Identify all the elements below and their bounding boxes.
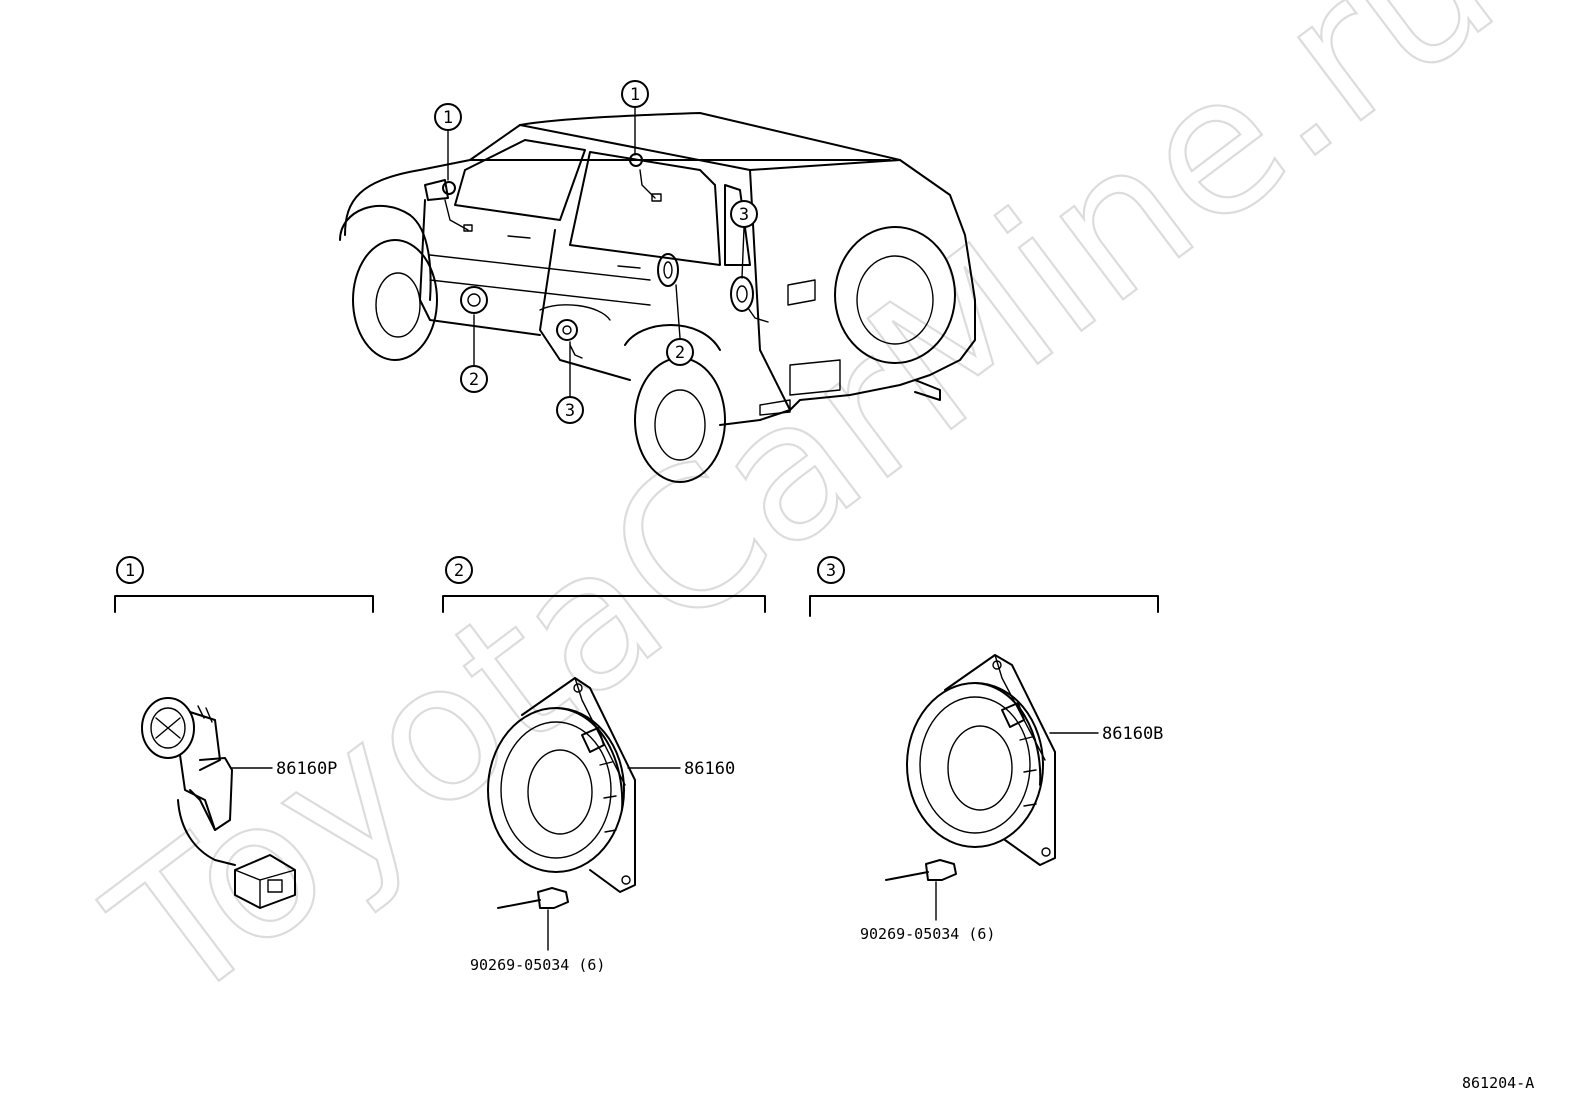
group-1-header: 1: [114, 556, 374, 613]
group-3-header: 3: [809, 556, 1159, 617]
part-number-rivet-3: 90269-05034 (6): [860, 925, 995, 943]
part-number-86160P: 86160P: [276, 759, 337, 779]
callout-3-mid: 3: [556, 396, 584, 424]
callout-1-left: 1: [434, 103, 462, 131]
svg-text:1: 1: [125, 561, 135, 581]
callout-3-rear: 3: [730, 200, 758, 228]
rivet-group-2: [497, 887, 569, 951]
diagram-code: 861204-A: [1462, 1074, 1534, 1092]
callout-2-rear: 2: [666, 338, 694, 366]
watermark: ToyotaCarMine.ru: [73, 0, 1532, 1047]
svg-text:2: 2: [469, 370, 479, 390]
tweeter-part-drawing: [141, 697, 296, 909]
speaker-86160B-drawing: [906, 654, 1099, 866]
callout-2-front: 2: [460, 365, 488, 393]
svg-text:3: 3: [739, 205, 749, 225]
vehicle-leader-lines: [447, 106, 745, 397]
svg-text:1: 1: [630, 85, 640, 105]
part-number-rivet-2: 90269-05034 (6): [470, 956, 605, 974]
rivet-group-3: [885, 859, 957, 921]
svg-text:2: 2: [675, 343, 685, 363]
callout-1-right: 1: [621, 80, 649, 108]
part-number-86160B: 86160B: [1102, 724, 1163, 744]
part-number-86160: 86160: [684, 759, 735, 779]
svg-text:2: 2: [454, 561, 464, 581]
svg-text:3: 3: [826, 561, 836, 581]
svg-text:1: 1: [443, 108, 453, 128]
speaker-86160-drawing: [487, 677, 681, 893]
svg-text:3: 3: [565, 401, 575, 421]
group-2-header: 2: [442, 556, 766, 613]
